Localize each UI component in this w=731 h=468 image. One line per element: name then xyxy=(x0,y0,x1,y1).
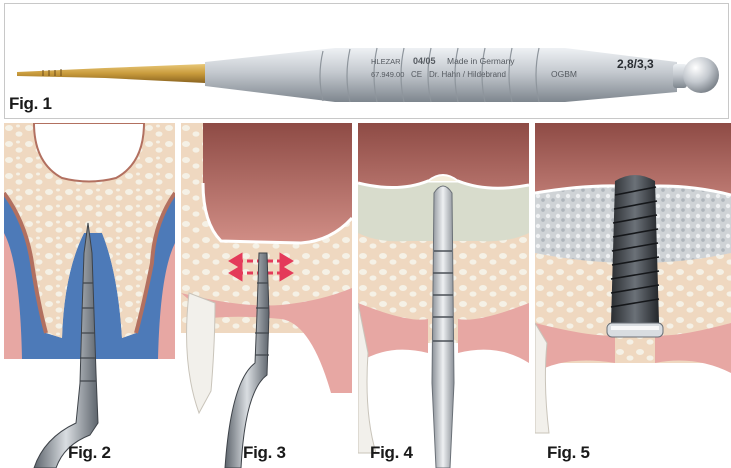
fig-5-label: Fig. 5 xyxy=(547,443,590,463)
series-code: OGBM xyxy=(551,69,577,79)
osteotome-illustration: HLEZAR 67.949.00 04/05 Made in Germany C… xyxy=(5,4,729,119)
fig-3-label: Fig. 3 xyxy=(243,443,286,463)
osteotome-body xyxy=(432,186,454,468)
lot-number: 04/05 xyxy=(413,56,436,66)
ce-mark: CE xyxy=(411,70,422,79)
fig-1-label: Fig. 1 xyxy=(9,94,52,114)
fig-2-label: Fig. 2 xyxy=(68,443,111,463)
fig-3-illustration xyxy=(181,123,352,468)
design-credit: Dr. Hahn / Hildebrand xyxy=(429,70,506,79)
fig-4-illustration xyxy=(358,123,529,468)
fig-5-illustration xyxy=(535,123,731,468)
fig-2-panel: Fig. 2 xyxy=(4,123,175,468)
ball-end xyxy=(683,57,719,93)
fig-5-panel: Fig. 5 xyxy=(535,123,731,468)
fig-1-panel: HLEZAR 67.949.00 04/05 Made in Germany C… xyxy=(4,3,729,119)
fig-4-panel: Fig. 4 xyxy=(358,123,529,468)
fig-4-label: Fig. 4 xyxy=(370,443,413,463)
brand-mark: HLEZAR xyxy=(371,57,401,66)
size-marking: 2,8/3,3 xyxy=(617,57,654,71)
fig-3-panel: Fig. 3 xyxy=(181,123,352,468)
fig-2-illustration xyxy=(4,123,175,468)
origin-text: Made in Germany xyxy=(447,56,515,66)
gold-tip xyxy=(17,64,205,83)
catalog-number: 67.949.00 xyxy=(371,70,404,79)
